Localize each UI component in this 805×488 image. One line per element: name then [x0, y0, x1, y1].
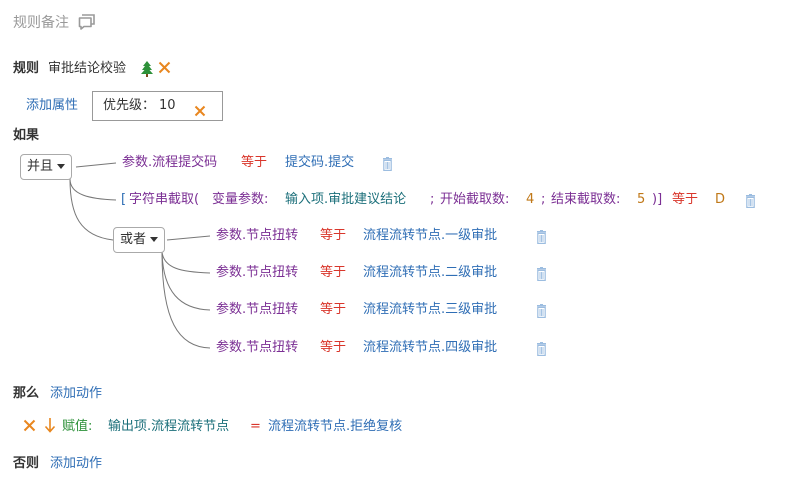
condition-left[interactable]: 参数.节点扭转 [216, 302, 299, 317]
action-type[interactable]: 赋值: [62, 419, 93, 434]
separator: ; [430, 192, 435, 207]
priority-value[interactable]: 10 [159, 98, 176, 113]
trash-icon[interactable] [536, 341, 547, 357]
condition-operator[interactable]: 等于 [320, 265, 347, 280]
condition-right[interactable]: 提交码.提交 [285, 155, 355, 170]
rule-name[interactable]: 审批结论校验 [48, 61, 127, 76]
comment-icon[interactable] [78, 13, 96, 36]
condition-right[interactable]: 流程流转节点.四级审批 [363, 340, 498, 355]
condition-right[interactable]: 流程流转节点.二级审批 [363, 265, 498, 280]
start-value[interactable]: 4 [526, 192, 535, 207]
condition-operator[interactable]: 等于 [320, 228, 347, 243]
condition-left[interactable]: 参数.节点扭转 [216, 228, 299, 243]
rule-label: 规则 [13, 61, 40, 76]
condition-right[interactable]: 流程流转节点.一级审批 [363, 228, 498, 243]
bracket-close: )] [652, 192, 663, 207]
trash-icon[interactable] [536, 229, 547, 245]
add-attribute-link[interactable]: 添加属性 [26, 98, 79, 113]
chevron-down-icon [150, 237, 159, 242]
end-value[interactable]: 5 [637, 192, 646, 207]
then-label: 那么 [13, 386, 40, 401]
and-operator-dropdown[interactable]: 并且 [20, 154, 73, 180]
separator: ; [541, 192, 546, 207]
chevron-down-icon [57, 164, 66, 169]
start-label: 开始截取数: [440, 192, 510, 207]
var-param-label: 变量参数: [212, 192, 269, 207]
condition-left[interactable]: 参数.节点扭转 [216, 340, 299, 355]
trash-icon[interactable] [536, 303, 547, 319]
condition-right[interactable]: D [715, 192, 726, 207]
condition-operator[interactable]: 等于 [320, 302, 347, 317]
end-label: 结束截取数: [551, 192, 621, 207]
or-operator-dropdown[interactable]: 或者 [113, 227, 166, 253]
condition-operator[interactable]: 等于 [672, 192, 699, 207]
action-equals: = [250, 419, 261, 434]
bracket-open: [ [121, 192, 127, 207]
and-operator-label: 并且 [27, 159, 54, 174]
trash-icon[interactable] [382, 156, 393, 172]
else-add-action-link[interactable]: 添加动作 [50, 456, 103, 471]
priority-label: 优先级： [103, 98, 156, 113]
condition-left[interactable]: 参数.流程提交码 [122, 155, 218, 170]
condition-right[interactable]: 流程流转节点.三级审批 [363, 302, 498, 317]
then-add-action-link[interactable]: 添加动作 [50, 386, 103, 401]
condition-operator[interactable]: 等于 [241, 155, 268, 170]
action-target[interactable]: 输出项.流程流转节点 [108, 419, 230, 434]
trash-icon[interactable] [536, 266, 547, 282]
delete-action-icon[interactable] [23, 419, 36, 437]
if-label: 如果 [13, 128, 40, 143]
or-operator-label: 或者 [120, 232, 147, 247]
tree-icon [140, 60, 154, 82]
arrow-down-icon[interactable] [44, 417, 56, 438]
action-value[interactable]: 流程流转节点.拒绝复核 [268, 419, 403, 434]
priority-box[interactable]: 优先级：10 [92, 91, 223, 121]
rule-remark-title: 规则备注 [13, 15, 69, 31]
var-param-value[interactable]: 输入项.审批建议结论 [285, 192, 407, 207]
trash-icon[interactable] [745, 193, 756, 209]
condition-left[interactable]: 参数.节点扭转 [216, 265, 299, 280]
delete-priority-icon[interactable] [194, 100, 206, 128]
condition-operator[interactable]: 等于 [320, 340, 347, 355]
else-label: 否则 [13, 456, 40, 471]
delete-rule-icon[interactable] [158, 61, 171, 79]
function-name[interactable]: 字符串截取( [129, 192, 200, 207]
